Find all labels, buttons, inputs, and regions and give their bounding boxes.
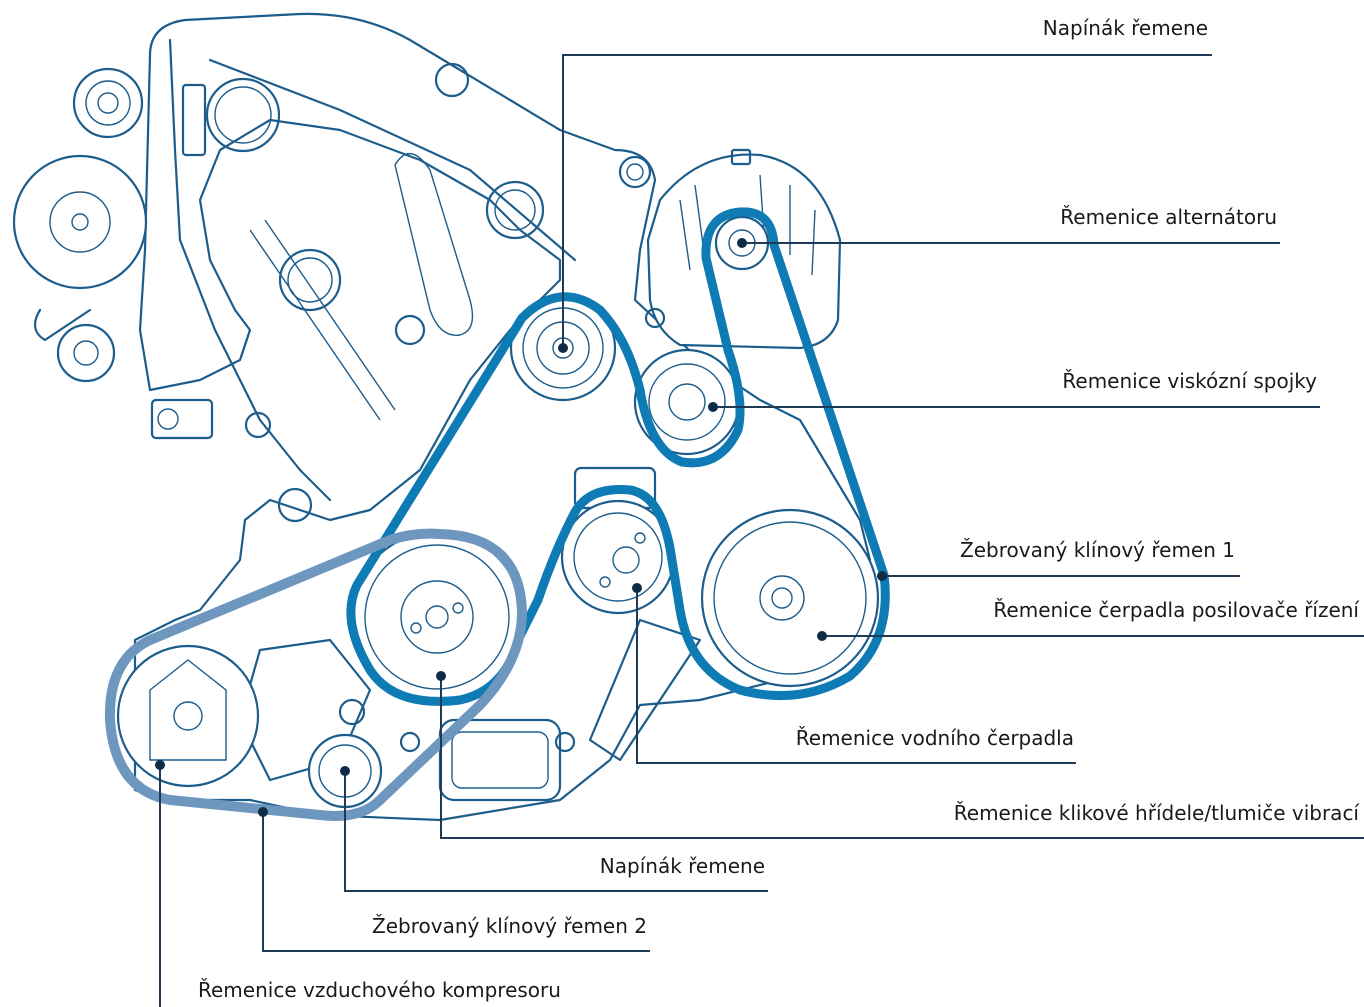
ribbed-belt-2	[104, 528, 527, 821]
idler-pulley-left	[56, 323, 116, 383]
leader-lines	[155, 54, 1364, 1007]
air-compressor-pulley	[116, 644, 260, 788]
idler-pulley-top-left-hub	[97, 92, 119, 114]
water-pump-pulley	[560, 499, 676, 615]
label-ribbed-belt-1: Žebrovaný klínový řemen 1	[960, 538, 1235, 562]
pulleys	[116, 215, 880, 809]
oil-pump-cover-inner	[451, 731, 549, 789]
leader-belt-tensioner-top	[562, 54, 1212, 348]
cover-ring-inner	[214, 86, 272, 144]
label-ribbed-belt-2: Žebrovaný klínový řemen 2	[372, 914, 647, 938]
oil-pump-bolt-1	[399, 731, 421, 753]
fan-outlet	[33, 308, 92, 342]
alternator-bolt	[644, 307, 666, 329]
leader-water-pump-pulley	[636, 588, 1076, 764]
cover-diagonal	[249, 219, 396, 421]
cover-boss-2	[278, 248, 342, 312]
power-steering-pulley	[700, 508, 880, 688]
label-air-compressor-pulley: Řemenice vzduchového kompresoru	[198, 978, 561, 1002]
left-bracket	[150, 398, 214, 440]
labels: Napínák řemene Řemenice alternátoru Řeme…	[198, 16, 1360, 1002]
dot-alternator-pulley	[737, 238, 747, 248]
dot-power-steering-pulley	[817, 631, 827, 641]
cover-bolt-3	[277, 487, 313, 523]
cover-bolt-2	[394, 314, 426, 346]
engine-block-outline	[133, 12, 872, 822]
idler-pulley-top-left-ring	[85, 80, 131, 126]
dot-belt-tensioner-bottom	[340, 766, 350, 776]
leader-ribbed-belt-2	[262, 812, 650, 952]
label-viscous-clutch-pulley: Řemenice viskózní spojky	[1062, 369, 1317, 393]
cover-slot-rect	[181, 83, 207, 157]
idler-pulley-left-hub	[73, 340, 99, 366]
left-bracket-nut	[157, 408, 179, 430]
label-water-pump-pulley: Řemenice vodního čerpadla	[796, 726, 1074, 750]
compressor-bracket-bolt	[338, 698, 366, 726]
dot-viscous-clutch-pulley	[708, 402, 718, 412]
leader-crankshaft-pulley	[440, 676, 1364, 839]
label-power-steering-pulley: Řemenice čerpadla posilovače řízení	[993, 598, 1360, 622]
cover-boss-1	[485, 180, 545, 240]
cover-slot	[394, 153, 474, 336]
fan-housing	[12, 154, 148, 290]
cover-bolt-1	[434, 62, 470, 98]
cover-inner-line	[168, 38, 332, 502]
dot-belt-tensioner-top	[558, 343, 568, 353]
cover-bolt-5	[618, 155, 652, 189]
cover-bolt-5-inner	[626, 163, 644, 181]
cover-boss-1-inner	[494, 189, 536, 231]
cover-rib-line	[208, 58, 577, 262]
fan-housing-ring	[49, 191, 111, 253]
cover-boss-2-inner	[287, 257, 333, 303]
fan-housing-hub	[71, 213, 89, 231]
dot-crankshaft-pulley	[436, 671, 446, 681]
dot-water-pump-pulley	[632, 583, 642, 593]
label-belt-tensioner-top: Napínák řemene	[1043, 16, 1208, 40]
label-crankshaft-pulley: Řemenice klikové hřídele/tlumiče vibrací	[954, 801, 1361, 825]
cover-bolt-4	[244, 411, 272, 439]
label-alternator-pulley: Řemenice alternátoru	[1060, 205, 1277, 229]
steering-bracket	[588, 618, 702, 762]
label-belt-tensioner-bottom: Napínák řemene	[600, 854, 765, 878]
dot-air-compressor-pulley	[155, 760, 165, 770]
cover-ring	[205, 77, 281, 153]
idler-pulley-top-left	[72, 67, 144, 139]
leader-belt-tensioner-bottom	[344, 771, 768, 892]
alternator-plug	[730, 148, 752, 166]
dot-ribbed-belt-1	[877, 571, 887, 581]
oil-pump-bolt-2	[554, 731, 576, 753]
dot-ribbed-belt-2	[258, 807, 268, 817]
